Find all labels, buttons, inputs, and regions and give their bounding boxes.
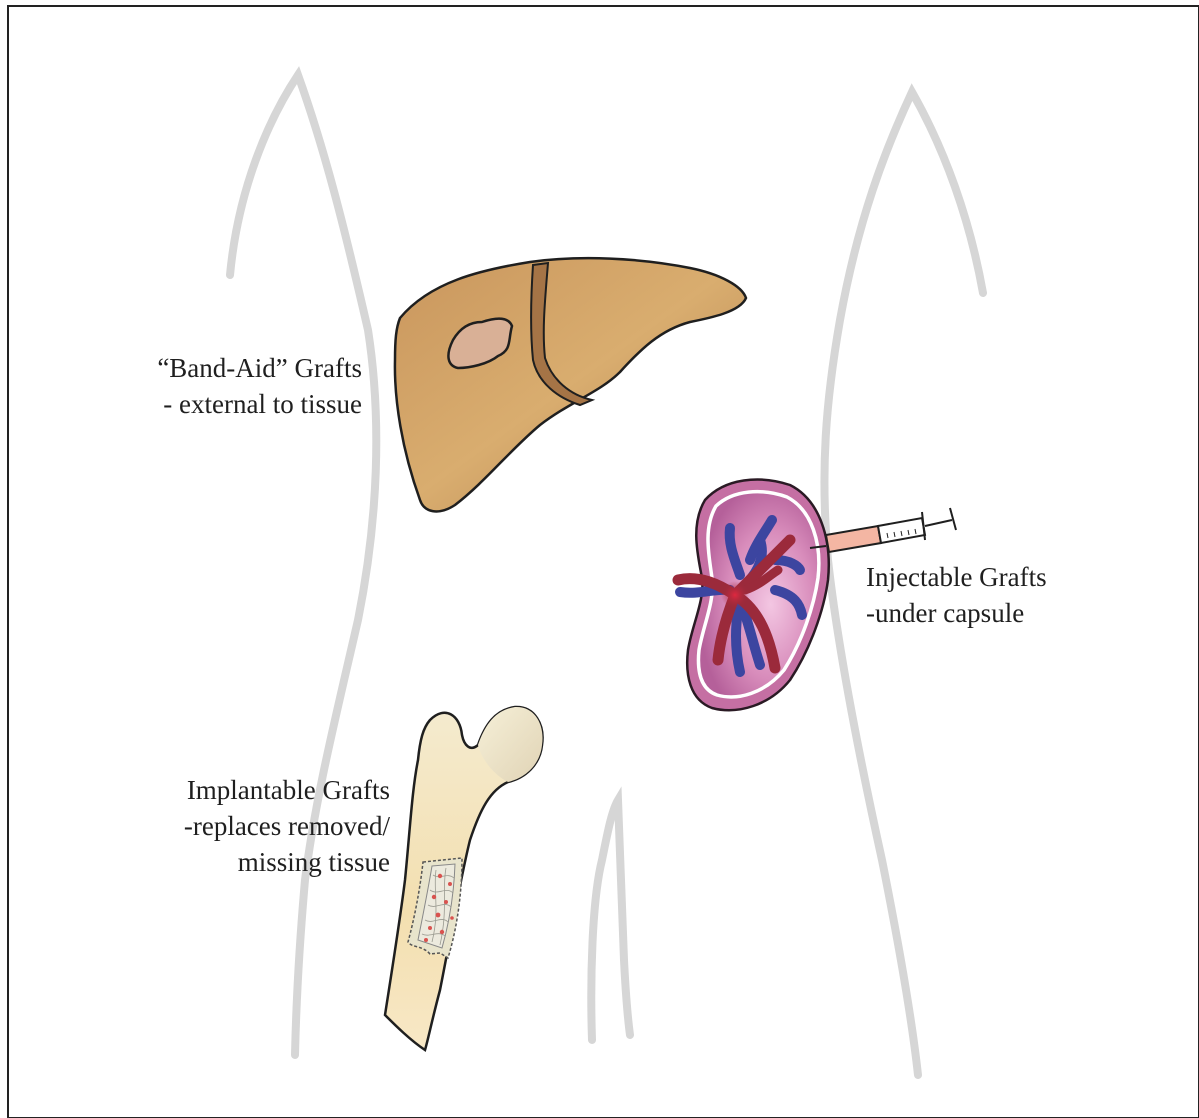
implantable-grafts-title: Implantable Grafts [140,772,390,808]
injectable-grafts-subtitle: -under capsule [866,595,1047,631]
implantable-grafts-line2: -replaces removed/ [140,808,390,844]
band-aid-grafts-label: “Band-Aid” Grafts - external to tissue [118,350,362,422]
injectable-grafts-title: Injectable Grafts [866,559,1047,595]
implantable-grafts-line3: missing tissue [140,844,390,880]
injectable-grafts-label: Injectable Grafts -under capsule [866,559,1047,631]
band-aid-grafts-subtitle: - external to tissue [118,386,362,422]
band-aid-grafts-title: “Band-Aid” Grafts [118,350,362,386]
implantable-grafts-label: Implantable Grafts -replaces removed/ mi… [140,772,390,880]
